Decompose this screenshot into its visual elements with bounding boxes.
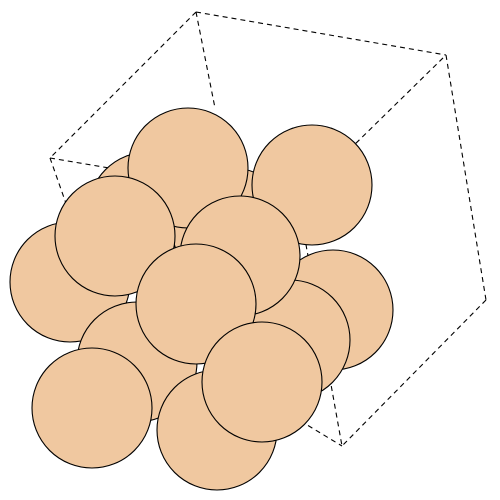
- cube-edge-tb-tl: [49, 11, 197, 159]
- cube-edge-tf-bf: [297, 199, 343, 447]
- packed-spheres: [9, 107, 394, 491]
- cube-edge-tb-tr: [195, 11, 447, 56]
- cube-edge-tr-br: [445, 54, 487, 301]
- cube-edge-tf-tr: [297, 54, 447, 201]
- sphere-14: [201, 321, 323, 443]
- cube-edge-tb-bb: [195, 11, 216, 109]
- sphere-9: [31, 347, 153, 469]
- sphere-10: [54, 175, 176, 297]
- cube-edge-br-bf: [341, 299, 487, 447]
